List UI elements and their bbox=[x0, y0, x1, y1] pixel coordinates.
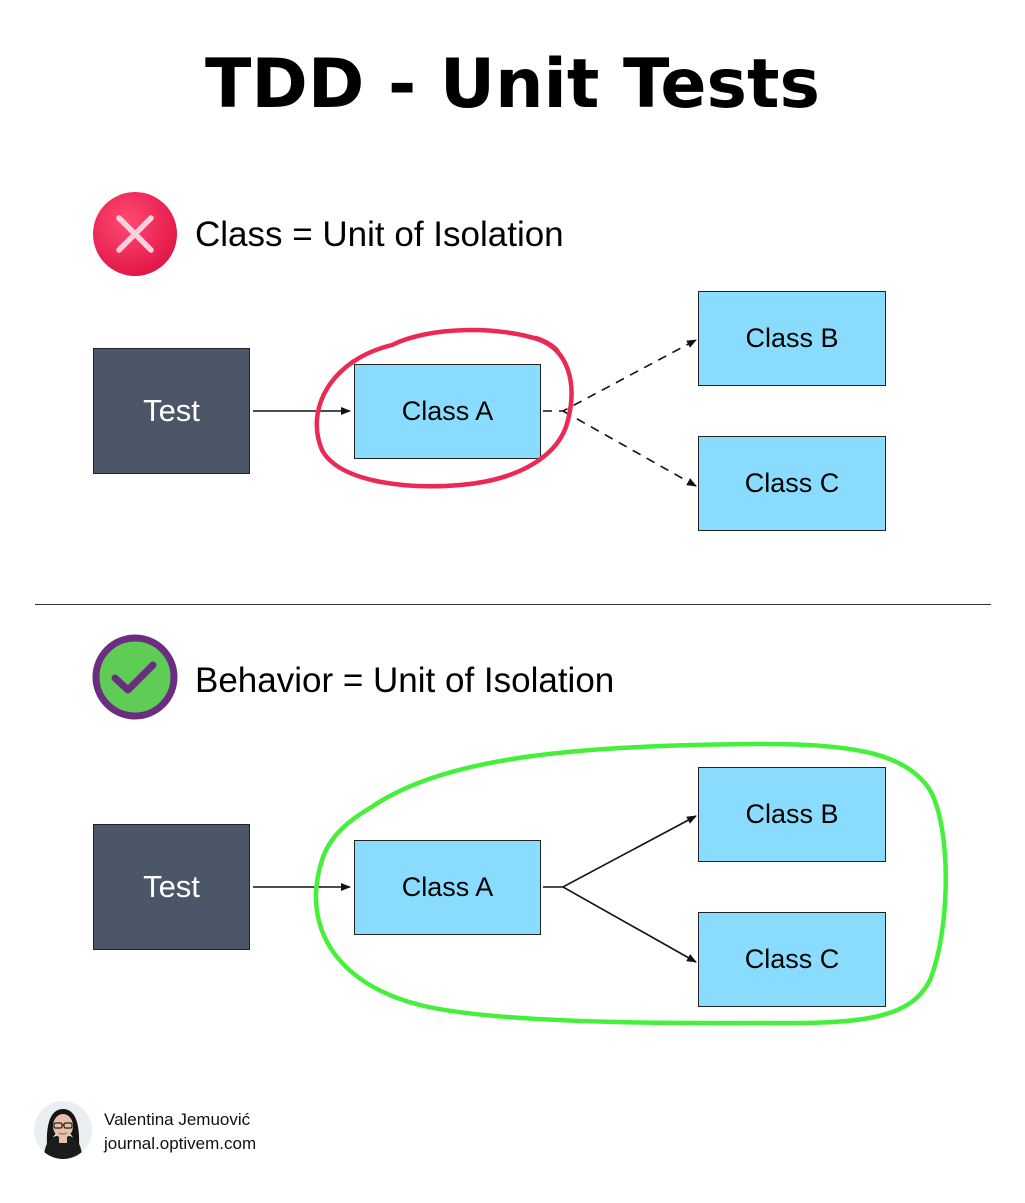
arrow-class-a-to-c-bottom bbox=[562, 886, 697, 963]
class-b-box-bottom: Class B bbox=[698, 767, 886, 862]
class-c-box-top: Class C bbox=[698, 436, 886, 531]
check-icon bbox=[92, 634, 178, 720]
dashed-arrow-class-a-to-b-top bbox=[543, 339, 697, 412]
class-b-box-top: Class B bbox=[698, 291, 886, 386]
section-heading-class: Class = Unit of Isolation bbox=[195, 215, 564, 254]
arrow-class-a-to-b-bottom bbox=[543, 815, 697, 888]
section-heading-behavior: Behavior = Unit of Isolation bbox=[195, 661, 615, 700]
class-c-box-bottom: Class C bbox=[698, 912, 886, 1007]
class-a-box-top: Class A bbox=[354, 364, 541, 459]
cross-icon bbox=[93, 192, 177, 276]
section-divider bbox=[35, 604, 991, 605]
class-a-box-bottom: Class A bbox=[354, 840, 541, 935]
red-highlight-circle bbox=[314, 327, 574, 489]
test-box-top: Test bbox=[93, 348, 250, 474]
dashed-arrow-class-a-to-c-top bbox=[562, 410, 697, 487]
test-box-bottom: Test bbox=[93, 824, 250, 950]
green-highlight-loop bbox=[313, 741, 948, 1026]
page-title: TDD - Unit Tests bbox=[205, 45, 820, 124]
author-avatar bbox=[34, 1101, 92, 1159]
author-site[interactable]: journal.optivem.com bbox=[104, 1134, 257, 1153]
author-name: Valentina Jemuović bbox=[104, 1110, 251, 1129]
